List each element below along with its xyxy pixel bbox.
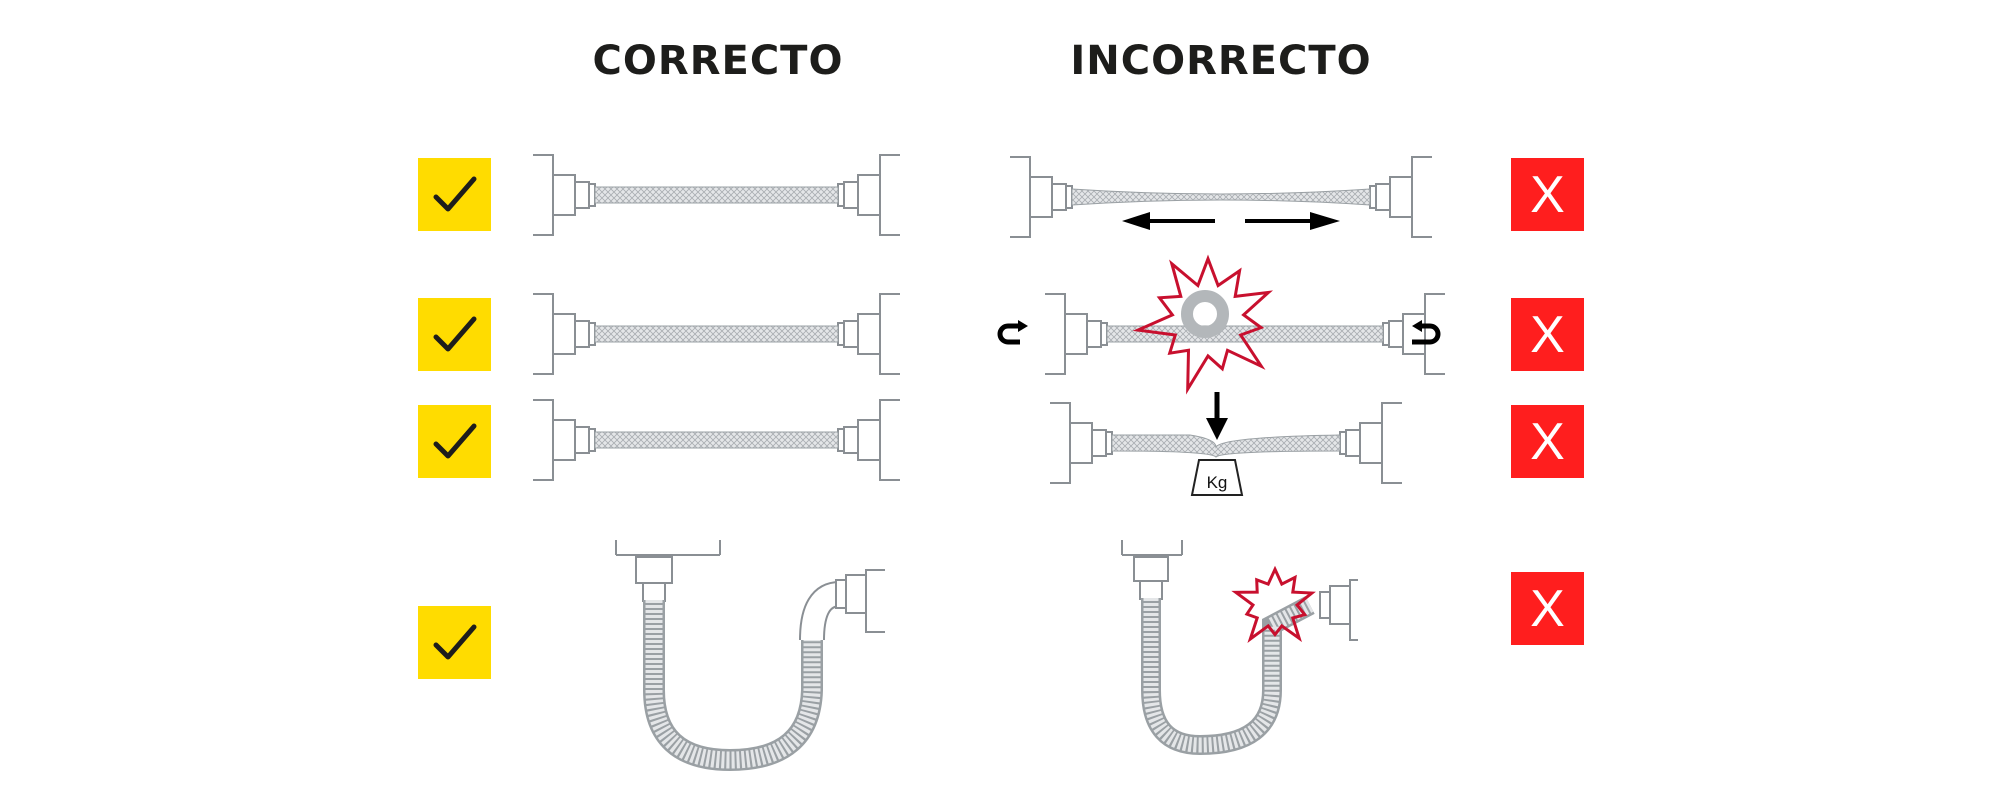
hose-stretched [1009,156,1433,238]
hose-correct-1 [532,154,901,236]
check-badge [418,158,491,231]
check-icon [433,423,476,458]
x-badge: X [1511,405,1584,478]
stretch-arrow-left-icon [1122,212,1215,230]
check-icon [433,316,476,351]
burst-icon [1231,565,1316,643]
twist-arrowhead [1412,320,1422,332]
x-icon: X [1530,579,1565,638]
x-icon: X [1530,412,1565,471]
weight-icon [1190,459,1244,496]
x-badge: X [1511,572,1584,645]
burst-icon [1132,254,1274,395]
twist-arrowhead [1018,320,1028,332]
header-incorrect: INCORRECTO [1070,38,1372,84]
x-icon: X [1530,165,1565,224]
check-badge [418,606,491,679]
check-icon [433,176,476,211]
check-badge [418,298,491,371]
header-correct: CORRECTO [592,38,844,84]
x-icon: X [1530,305,1565,364]
hose-crushed [1049,402,1403,484]
check-icon [433,624,476,659]
hose-correct-3 [532,399,901,481]
x-badge: X [1511,158,1584,231]
check-badge [418,405,491,478]
stretch-arrow-right-icon [1245,212,1340,230]
weight-label: Kg [1207,473,1228,492]
down-arrow-icon [1206,392,1228,440]
hose-correct-u [615,540,885,772]
x-badge: X [1511,298,1584,371]
hose-correct-2 [532,293,901,375]
twist-arrow-left-icon [997,323,1020,345]
hose-kinked [1121,540,1358,756]
twist-arrow-right-icon [1412,323,1441,345]
